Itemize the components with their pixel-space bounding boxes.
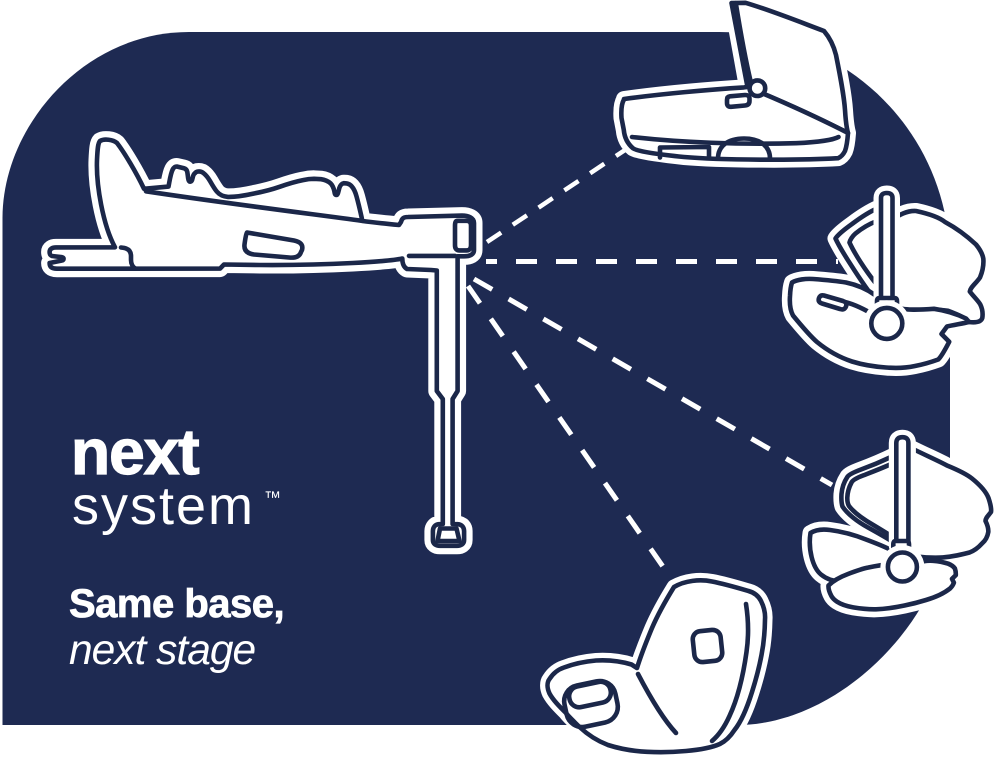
svg-text:system: system bbox=[72, 476, 255, 536]
svg-text:™: ™ bbox=[264, 488, 281, 507]
svg-text:next stage: next stage bbox=[69, 627, 255, 674]
svg-text:next: next bbox=[71, 416, 199, 488]
svg-text:Same base,: Same base, bbox=[69, 582, 284, 626]
